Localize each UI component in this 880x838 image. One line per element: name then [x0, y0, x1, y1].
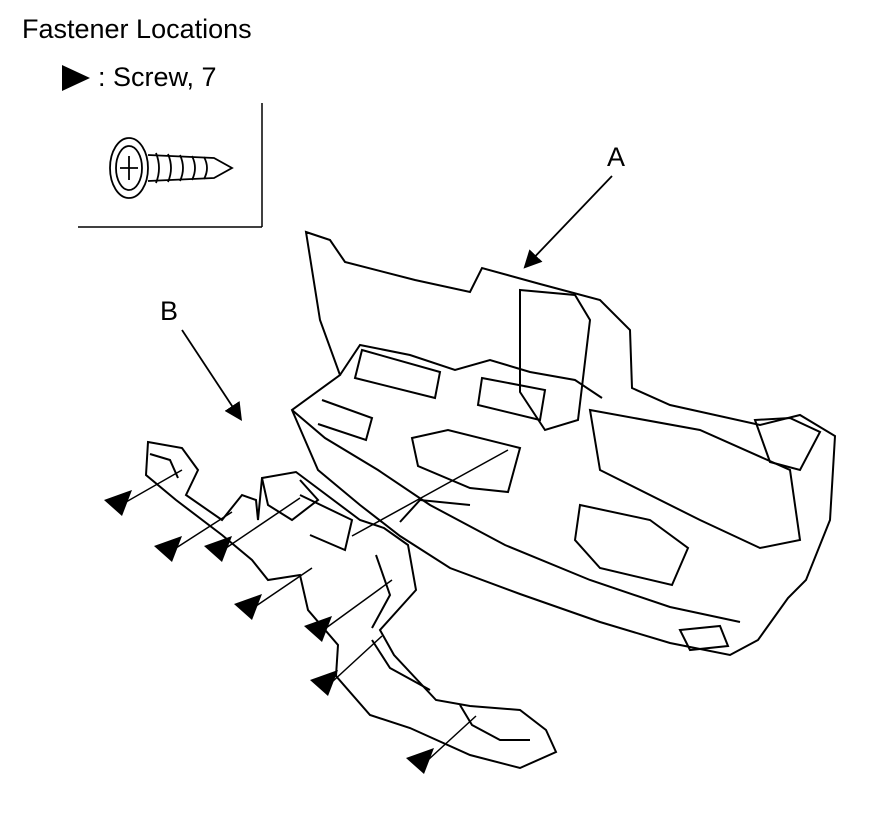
callout-a-arrow [523, 175, 613, 269]
screw-inset [78, 103, 263, 228]
duct-assembly-b [144, 440, 558, 770]
screw-marker-7 [406, 715, 477, 774]
callout-label-b: B [160, 296, 179, 326]
fastener-legend: : Screw, 7 [62, 62, 217, 93]
screw-marker-3 [204, 497, 301, 562]
screw-marker-4 [234, 567, 313, 620]
legend-label: : Screw, 7 [98, 62, 217, 92]
screw-marker-1 [104, 469, 183, 516]
callout-b-arrow [181, 329, 242, 422]
screw-icon [109, 137, 234, 199]
screw-marker-6 [310, 635, 383, 696]
diagram-title: Fastener Locations [22, 14, 252, 44]
dashboard-frame-a [290, 230, 837, 657]
screw-marker-2 [154, 511, 233, 562]
callout-label-a: A [607, 142, 626, 172]
screw-marker-icon [62, 64, 90, 91]
screw-markers [104, 449, 509, 774]
screw-marker-5 [304, 579, 393, 642]
